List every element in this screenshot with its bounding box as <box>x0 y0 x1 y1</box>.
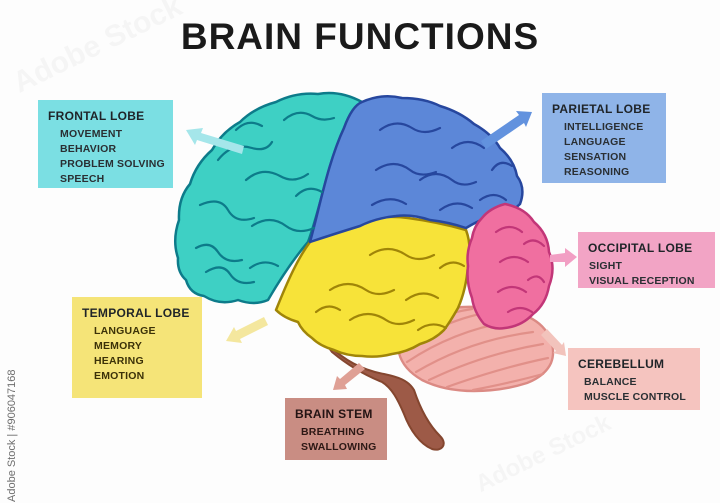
function-item: LANGUAGE <box>94 325 156 337</box>
temporal-gyri-lines <box>314 247 466 332</box>
brain-stem-label-box: BRAIN STEM BREATHING SWALLOWING <box>285 398 387 460</box>
function-item: SIGHT <box>589 260 623 272</box>
temporal-lobe-shape <box>274 215 471 358</box>
label-box-title: PARIETAL LOBE <box>552 102 651 116</box>
occipital-lobe-label-box: OCCIPITAL LOBE SIGHT VISUAL RECEPTION <box>578 232 715 288</box>
label-box-title: CEREBELLUM <box>578 357 665 371</box>
function-item: LANGUAGE <box>564 136 626 148</box>
function-item: SPEECH <box>60 173 105 185</box>
function-item: EMOTION <box>94 370 145 382</box>
temporal-arrow-icon <box>226 317 268 343</box>
cerebellum-label-box: CEREBELLUM BALANCE MUSCLE CONTROL <box>568 348 700 410</box>
function-item: INTELLIGENCE <box>564 121 644 133</box>
temporal-lobe-label-box: TEMPORAL LOBE LANGUAGE MEMORY HEARING EM… <box>72 297 202 398</box>
parietal-gyri-lines <box>370 122 514 212</box>
stock-id-watermark: Adobe Stock | #906047168 <box>6 369 18 502</box>
page-title: BRAIN FUNCTIONS <box>180 16 540 57</box>
function-item: SWALLOWING <box>301 441 377 453</box>
function-item: MEMORY <box>94 340 143 352</box>
occipital-arrow-icon <box>550 248 577 267</box>
label-box-title: BRAIN STEM <box>295 407 373 421</box>
frontal-gyri-lines <box>194 111 336 285</box>
function-item: MUSCLE CONTROL <box>584 391 686 403</box>
function-item: HEARING <box>94 355 144 367</box>
function-item: MOVEMENT <box>60 128 123 140</box>
brain-stem-arrow-icon <box>333 363 365 390</box>
parietal-arrow-icon <box>481 111 532 149</box>
cerebellum-arrow-icon <box>541 329 566 356</box>
function-item: SENSATION <box>564 151 627 163</box>
parietal-lobe-label-box: PARIETAL LOBE INTELLIGENCE LANGUAGE SENS… <box>542 93 666 183</box>
label-box-title: OCCIPITAL LOBE <box>588 241 693 255</box>
label-box-title: FRONTAL LOBE <box>48 109 145 123</box>
occipital-gyri-lines <box>494 225 546 314</box>
function-item: REASONING <box>564 166 630 178</box>
function-item: BREATHING <box>301 426 365 438</box>
brain-stem-shape <box>327 344 445 451</box>
occipital-lobe-shape <box>466 202 554 330</box>
frontal-arrow-icon <box>186 128 244 154</box>
frontal-lobe-label-box: FRONTAL LOBE MOVEMENT BEHAVIOR PROBLEM S… <box>38 100 173 188</box>
function-item: VISUAL RECEPTION <box>589 275 695 287</box>
function-item: PROBLEM SOLVING <box>60 158 165 170</box>
label-box-title: TEMPORAL LOBE <box>82 306 190 320</box>
function-item: BALANCE <box>584 376 637 388</box>
function-item: BEHAVIOR <box>60 143 117 155</box>
